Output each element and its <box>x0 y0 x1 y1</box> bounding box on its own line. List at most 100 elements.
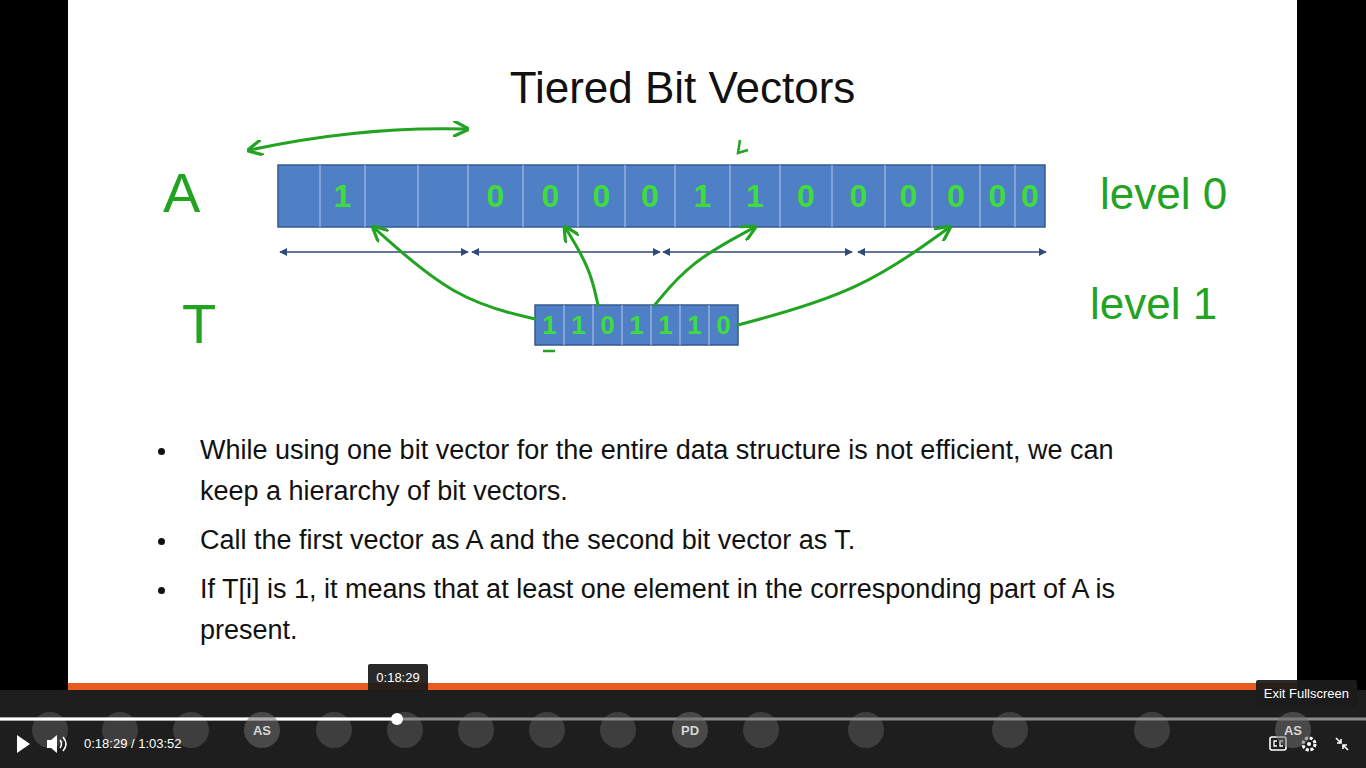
pen-mark <box>543 350 555 353</box>
bullet-item: If T[i] is 1, it means that at least one… <box>150 569 1160 651</box>
segment-dimension-lines <box>280 251 1046 253</box>
participant-avatar: AS <box>244 712 280 748</box>
bit-value: 1 <box>680 305 709 345</box>
avatar-initials: AS <box>1284 723 1302 738</box>
participant-thumb <box>992 712 1028 748</box>
slide-background <box>68 0 1297 683</box>
slide-title: Tiered Bit Vectors <box>68 58 1297 118</box>
cell-divider <box>674 165 675 227</box>
cell-divider <box>592 305 593 345</box>
slide-footer-bar <box>68 683 1297 690</box>
bullet-item: Call the first vector as A and the secon… <box>150 520 1160 561</box>
bit-value: 1 <box>622 305 651 345</box>
cell-divider <box>729 165 730 227</box>
cell-divider <box>467 165 468 227</box>
bullet-dot <box>158 448 165 455</box>
bit-value: 0 <box>1015 165 1045 227</box>
level-label: level 1 <box>1090 282 1217 326</box>
cell-divider <box>624 165 625 227</box>
bit-value: 0 <box>932 165 980 227</box>
bit-value: 1 <box>730 165 780 227</box>
playback-time: 0:18:29 / 1:03:52 <box>84 736 182 751</box>
participant-thumb <box>529 712 565 748</box>
bit-value: 0 <box>980 165 1015 227</box>
cell-divider <box>364 165 365 227</box>
participant-thumb <box>387 712 423 748</box>
participant-thumb <box>848 712 884 748</box>
cell-divider <box>577 165 578 227</box>
participant-thumb <box>458 712 494 748</box>
bit-vector-a: Alevel 0 <box>278 165 1045 227</box>
bit-value: 0 <box>625 165 675 227</box>
bit-vector-bar <box>535 305 738 345</box>
settings-hub <box>1307 742 1311 746</box>
cell-divider <box>621 305 622 345</box>
cell-divider <box>417 165 418 227</box>
play-icon <box>17 735 30 753</box>
player-bar <box>0 690 1366 768</box>
bit-value: 0 <box>468 165 523 227</box>
cell-divider <box>931 165 932 227</box>
bullet-text: While using one bit vector for the entir… <box>200 435 1113 506</box>
segment-span <box>858 251 1046 253</box>
pointer-arrow <box>373 227 535 319</box>
progress-played <box>0 718 397 721</box>
cell-divider <box>522 165 523 227</box>
bit-vector-bar <box>278 165 1045 227</box>
bit-value: 0 <box>832 165 885 227</box>
bit-value: 1 <box>320 165 365 227</box>
volume-icon <box>47 735 57 753</box>
tooltip-text: Exit Fullscreen <box>1264 686 1349 701</box>
pointer-arrow <box>738 227 950 325</box>
pointer-arrow <box>655 227 755 305</box>
bit-value: 1 <box>651 305 680 345</box>
bullet-dot <box>158 538 165 545</box>
exit-fullscreen-icon <box>1336 738 1348 750</box>
vector-name: A <box>163 165 200 221</box>
cell-divider <box>831 165 832 227</box>
participant-avatar: AS <box>1275 712 1311 748</box>
segment-span <box>280 251 468 253</box>
bullet-text: Call the first vector as A and the secon… <box>200 525 855 555</box>
participant-avatar: PD <box>672 712 708 748</box>
segment-span <box>472 251 660 253</box>
tooltip-text: 0:18:29 <box>376 670 419 685</box>
bit-value: 0 <box>523 165 578 227</box>
avatar-initials: PD <box>681 723 699 738</box>
participant-thumb <box>743 712 779 748</box>
bit-value: 0 <box>593 305 622 345</box>
participant-thumb <box>600 712 636 748</box>
cell-divider <box>884 165 885 227</box>
bullet-dot <box>158 587 165 594</box>
bullet-text: If T[i] is 1, it means that at least one… <box>200 574 1115 645</box>
progress-knob <box>391 713 403 725</box>
cell-divider <box>708 305 709 345</box>
cell-divider <box>319 165 320 227</box>
time-tooltip: 0:18:29 <box>368 664 427 691</box>
bit-value: 1 <box>675 165 730 227</box>
participant-thumb <box>316 712 352 748</box>
pointer-arrow <box>565 227 598 305</box>
cell-divider <box>979 165 980 227</box>
fullscreen-tooltip: Exit Fullscreen <box>1256 680 1357 707</box>
cell-divider <box>650 305 651 345</box>
level-label: level 0 <box>1100 172 1227 216</box>
bullet-list: While using one bit vector for the entir… <box>150 430 1160 659</box>
volume-waves <box>60 737 66 751</box>
pen-mark <box>738 140 748 153</box>
bit-value: 1 <box>535 305 564 345</box>
cell-divider <box>563 305 564 345</box>
cell-divider <box>679 305 680 345</box>
bit-value: 0 <box>578 165 625 227</box>
bit-value: 1 <box>564 305 593 345</box>
participant-thumb <box>1134 712 1170 748</box>
vector-name: T <box>182 296 216 352</box>
participant-thumbnails <box>32 712 1170 748</box>
cell-divider <box>779 165 780 227</box>
segment-size-arrow <box>250 129 466 150</box>
bit-value: 0 <box>885 165 932 227</box>
cell-divider <box>1014 165 1015 227</box>
bit-value: 0 <box>709 305 738 345</box>
